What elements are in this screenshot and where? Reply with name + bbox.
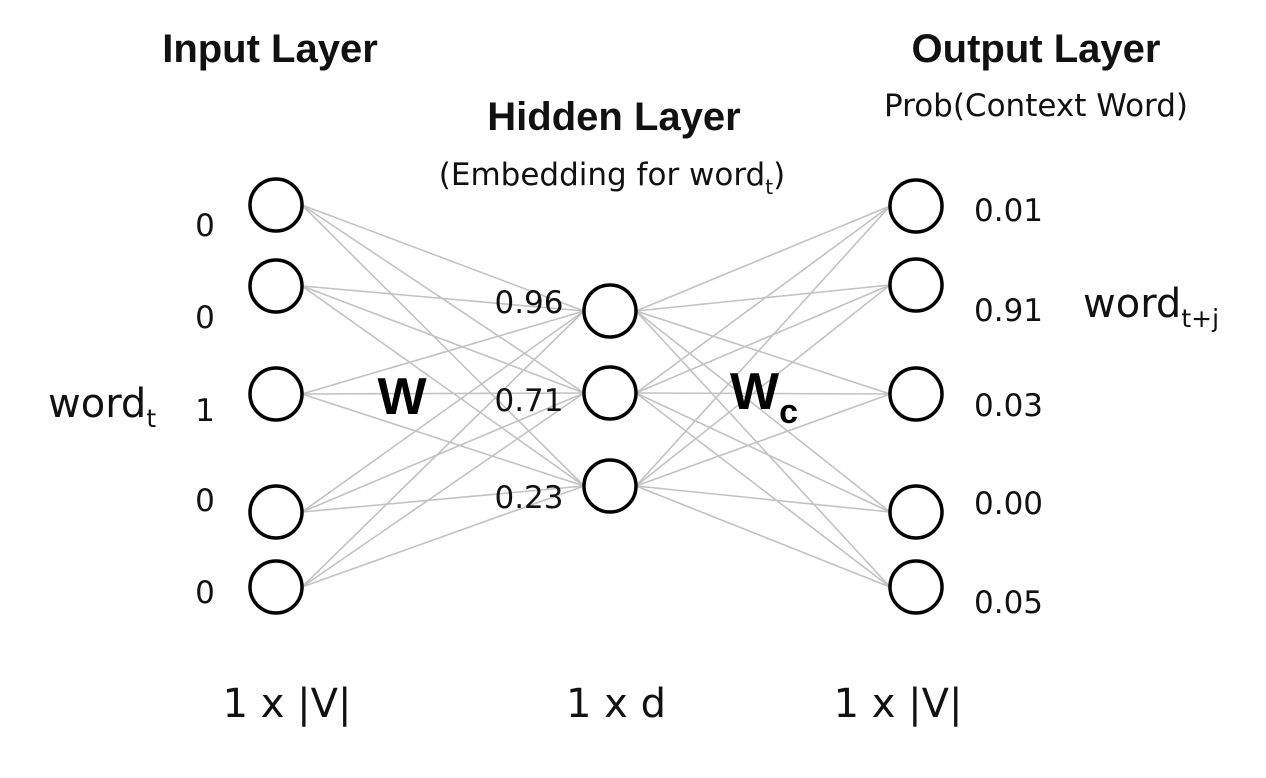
- edge-hidden-3-output-4: [635, 485, 891, 513]
- output-layer-title: Output Layer: [912, 27, 1161, 71]
- edge-input-2-hidden-1: [301, 285, 585, 312]
- input-word-subscript: t: [146, 404, 156, 433]
- output-layer-values: 0.01 0.91 0.03 0.00 0.05: [974, 193, 1043, 621]
- hidden-layer-values: 0.96 0.71 0.23: [494, 285, 563, 516]
- edge-input-1-hidden-1: [301, 204, 585, 312]
- output-word-text: word: [1083, 281, 1181, 327]
- output-node-3: [888, 366, 944, 422]
- edge-hidden-2-output-2: [635, 284, 891, 394]
- output-node-5: [888, 559, 944, 615]
- edge-input-3-hidden-1: [301, 310, 585, 395]
- input-node-1: [248, 177, 304, 233]
- output-value-3: 0.03: [974, 388, 1043, 424]
- hidden-node-1: [582, 283, 638, 339]
- edge-hidden-1-output-2: [635, 284, 891, 312]
- hidden-value-3: 0.23: [494, 480, 563, 516]
- input-node-5: [248, 559, 304, 615]
- weight-label-wc-subscript: c: [779, 393, 798, 431]
- input-node-2: [248, 258, 304, 314]
- hidden-layer-nodes: [582, 283, 638, 514]
- output-word-label: wordt+j: [1083, 281, 1219, 333]
- input-word-label: wordt: [48, 381, 156, 433]
- edge-hidden-2-output-3: [635, 392, 891, 395]
- weight-label-wc-text: W: [730, 363, 780, 421]
- hidden-value-1: 0.96: [494, 285, 563, 321]
- input-value-2: 0: [195, 300, 215, 336]
- input-value-3: 1: [195, 393, 215, 429]
- output-dimension-label: 1 x |V|: [834, 681, 963, 727]
- output-layer-nodes: [888, 178, 944, 615]
- output-node-2: [888, 257, 944, 313]
- input-node-3: [248, 366, 304, 422]
- edge-hidden-3-output-5: [635, 485, 891, 588]
- input-word-text: word: [48, 381, 146, 427]
- input-value-4: 0: [195, 483, 215, 519]
- output-word-subscript: t+j: [1181, 304, 1219, 333]
- input-dimension-label: 1 x |V|: [223, 681, 352, 727]
- hidden-layer-title: Hidden Layer: [487, 95, 740, 139]
- output-value-5: 0.05: [974, 585, 1043, 621]
- hidden-dimension-label: 1 x d: [566, 681, 666, 727]
- input-layer-values: 0 0 1 0 0: [195, 208, 215, 611]
- input-value-5: 0: [195, 575, 215, 611]
- input-node-4: [248, 484, 304, 540]
- edge-input-2-hidden-2: [301, 285, 585, 394]
- edge-input-5-hidden-3: [301, 485, 585, 588]
- edge-input-4-hidden-3: [301, 485, 585, 513]
- edge-hidden-1-output-4: [635, 310, 891, 513]
- edge-hidden-3-output-3: [635, 393, 891, 487]
- hidden-layer-subtitle-close: ): [773, 157, 785, 193]
- edge-input-5-hidden-2: [301, 392, 585, 588]
- edge-hidden-2-output-5: [635, 392, 891, 588]
- edge-input-4-hidden-1: [301, 310, 585, 513]
- output-value-2: 0.91: [974, 293, 1043, 329]
- edge-hidden-2-output-4: [635, 392, 891, 513]
- output-value-4: 0.00: [974, 486, 1043, 522]
- edge-hidden-2-output-1: [635, 205, 891, 394]
- hidden-layer-subtitle-subscript: t: [765, 175, 773, 199]
- weight-label-wc: Wc: [730, 363, 798, 431]
- input-layer-title: Input Layer: [162, 27, 378, 71]
- hidden-layer-subtitle: (Embedding for wordt): [439, 157, 785, 199]
- edge-hidden-1-output-5: [635, 310, 891, 588]
- edge-input-2-hidden-3: [301, 285, 585, 487]
- weight-label-w: W: [377, 368, 427, 426]
- hidden-node-2: [582, 365, 638, 421]
- output-value-1: 0.01: [974, 193, 1043, 229]
- hidden-layer-subtitle-text: (Embedding for word: [439, 157, 765, 193]
- edge-input-5-hidden-1: [301, 310, 585, 588]
- edge-input-1-hidden-3: [301, 204, 585, 487]
- edge-input-3-hidden-2: [301, 392, 585, 395]
- edge-hidden-1-output-1: [635, 205, 891, 312]
- output-node-1: [888, 178, 944, 234]
- input-layer-nodes: [248, 177, 304, 615]
- hidden-value-2: 0.71: [494, 383, 563, 419]
- edge-input-4-hidden-2: [301, 392, 585, 513]
- edge-hidden-3-output-2: [635, 284, 891, 487]
- edge-input-3-hidden-3: [301, 393, 585, 487]
- edge-hidden-1-output-3: [635, 310, 891, 395]
- hidden-node-3: [582, 458, 638, 514]
- output-node-4: [888, 484, 944, 540]
- edge-hidden-3-output-1: [635, 205, 891, 487]
- input-value-1: 0: [195, 208, 215, 244]
- connection-edges: [301, 204, 891, 588]
- output-layer-subtitle: Prob(Context Word): [884, 88, 1188, 124]
